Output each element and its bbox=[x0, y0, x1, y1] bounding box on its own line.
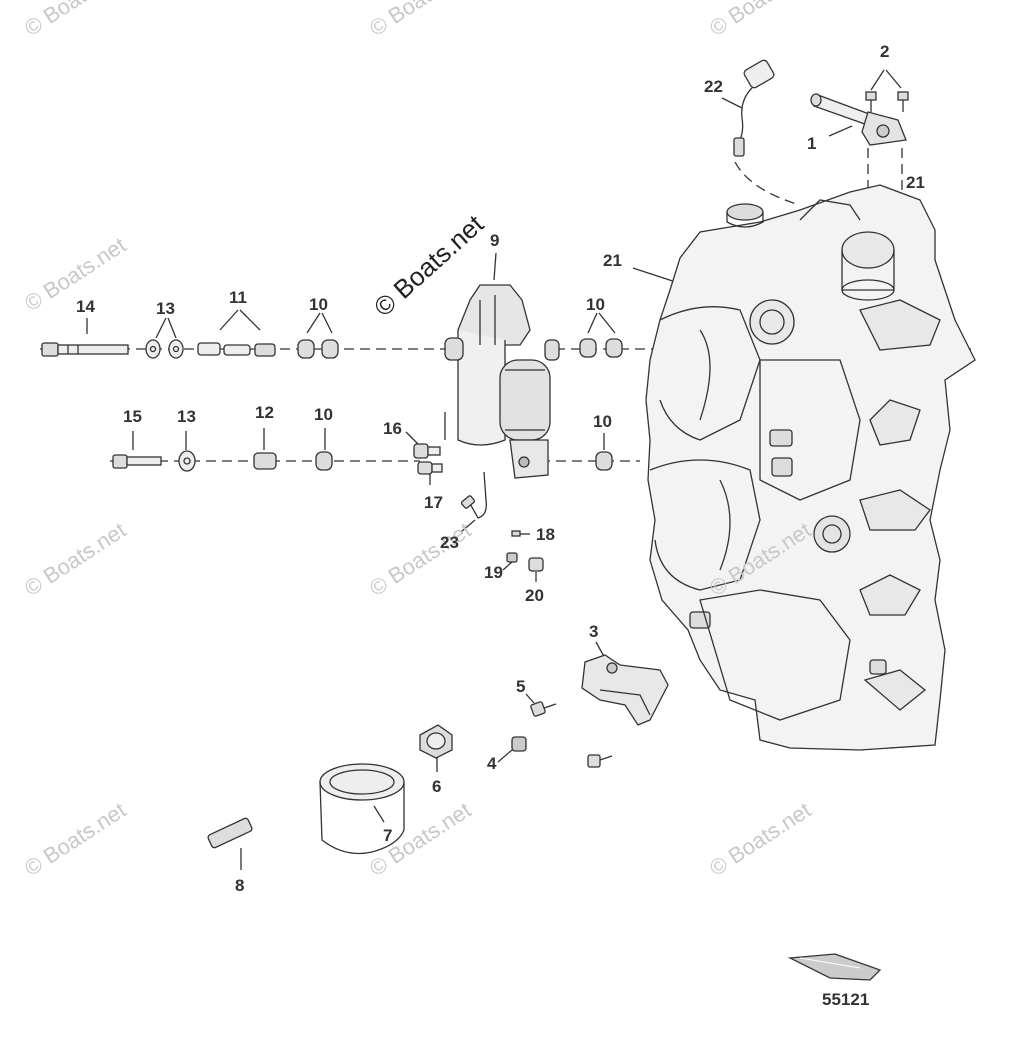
grommets-10 bbox=[297, 338, 623, 471]
diagram-number: 55121 bbox=[822, 990, 870, 1009]
callout-13: 13 bbox=[156, 299, 175, 318]
callout-16: 16 bbox=[383, 419, 402, 438]
mount-bracket-3 bbox=[581, 654, 669, 726]
callout-23: 23 bbox=[440, 533, 459, 552]
callout-20: 20 bbox=[525, 586, 544, 605]
callout-15: 15 bbox=[123, 407, 142, 426]
bolts-4-5 bbox=[511, 701, 613, 768]
leader-lines bbox=[86, 69, 914, 870]
callout-10: 10 bbox=[593, 412, 612, 431]
callout-6: 6 bbox=[432, 777, 442, 796]
bolt-14 bbox=[41, 342, 129, 357]
callout-12: 12 bbox=[255, 403, 274, 422]
small-parts-18-19-20 bbox=[506, 530, 544, 572]
bolts-16-17 bbox=[413, 443, 443, 475]
callout-10: 10 bbox=[309, 295, 328, 314]
callout-3: 3 bbox=[589, 622, 599, 641]
boat-icon bbox=[787, 953, 882, 981]
callout-11: 11 bbox=[229, 288, 247, 307]
callout-13: 13 bbox=[177, 407, 196, 426]
sleeves-11 bbox=[197, 342, 276, 357]
callout-21: 21 bbox=[906, 173, 925, 192]
oil-filter-7 bbox=[319, 763, 405, 855]
engine-block bbox=[645, 184, 976, 751]
callout-10: 10 bbox=[586, 295, 605, 314]
bolt-15 bbox=[112, 454, 162, 469]
callout-19: 19 bbox=[484, 563, 503, 582]
callout-14: 14 bbox=[76, 297, 95, 316]
callout-21: 21 bbox=[603, 251, 622, 270]
callout-10: 10 bbox=[314, 405, 333, 424]
callout-4: 4 bbox=[487, 754, 497, 773]
callout-1: 1 bbox=[807, 134, 817, 153]
callout-17: 17 bbox=[424, 493, 443, 512]
callout-18: 18 bbox=[536, 525, 555, 544]
callout-7: 7 bbox=[383, 826, 393, 845]
starter-motor-9 bbox=[444, 284, 560, 479]
sensor-22 bbox=[733, 59, 775, 157]
cable-23 bbox=[461, 471, 487, 519]
callout-22: 22 bbox=[704, 77, 723, 96]
washers-13 bbox=[145, 339, 196, 472]
callout-9: 9 bbox=[490, 231, 500, 250]
fitting-6 bbox=[419, 724, 453, 759]
sleeve-12 bbox=[253, 452, 277, 470]
callout-5: 5 bbox=[516, 677, 526, 696]
sender-8 bbox=[207, 817, 253, 849]
callout-8: 8 bbox=[235, 876, 245, 895]
callout-2: 2 bbox=[880, 42, 890, 61]
